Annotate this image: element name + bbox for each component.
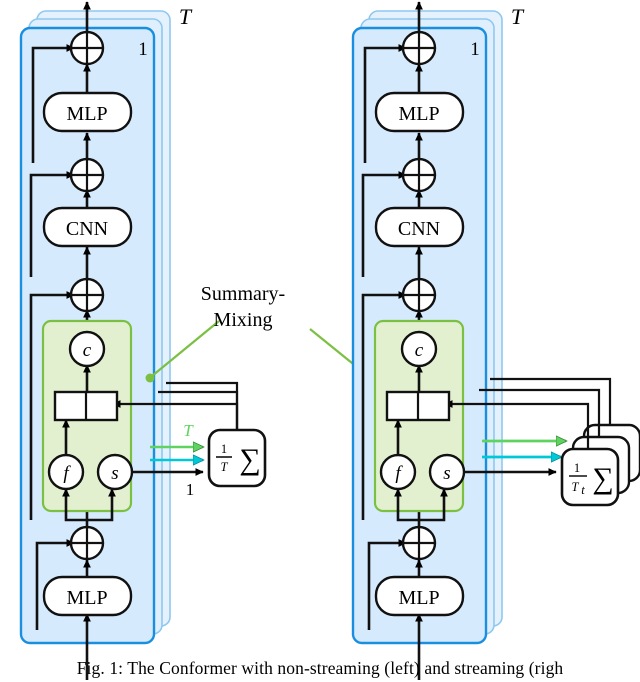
panel-index-label-left: 1 <box>138 39 148 60</box>
feedback-rail-1 <box>490 377 612 425</box>
block-label-mlp-bottom-right: MLP <box>398 587 439 609</box>
callout-line-1: Summary- <box>201 283 285 305</box>
adder-mid <box>401 157 437 193</box>
residual-rail-summary <box>29 291 75 520</box>
panel-stack-label-left: T <box>179 4 193 29</box>
feedback-rail-3 <box>112 400 239 430</box>
node-label-c-left: c <box>83 340 92 361</box>
node-label-s-left: s <box>111 463 118 484</box>
block-mlp-bottom <box>42 575 133 617</box>
sum-top-label-left: T <box>183 421 194 440</box>
residual-rail-top <box>363 44 407 163</box>
node-s-circle <box>96 453 134 491</box>
callout-line-2: Mixing <box>214 309 273 331</box>
residual-rail-mid <box>361 171 407 277</box>
sum-sigma-left: ∑ <box>239 443 260 476</box>
residual-rail-bottom <box>367 539 407 630</box>
sum-numerator-left: 1 <box>221 442 227 456</box>
sum-unit-formula-left: 1 T ∑ <box>216 442 261 476</box>
panel-non-streaming <box>19 1 267 680</box>
sum-numerator-right: 1 <box>574 461 580 475</box>
concat-box <box>53 390 119 422</box>
node-label-f-left: f <box>63 463 71 484</box>
block-mlp-top <box>42 91 133 133</box>
sum-unit-formula-right: 1 T t ∑ <box>569 461 614 497</box>
node-s-circle <box>428 453 466 491</box>
feedback-rail-2 <box>479 388 601 437</box>
adder-bottom <box>401 525 437 561</box>
branch-to-s <box>419 488 448 522</box>
block-cnn <box>42 206 133 248</box>
panel-streaming <box>351 1 640 680</box>
adder-summary <box>69 277 105 313</box>
branch-to-f <box>62 488 87 522</box>
feedback-rail-3 <box>444 400 590 449</box>
block-mlp-bottom <box>374 575 465 617</box>
node-f-circle <box>379 453 417 491</box>
block-label-cnn-right: CNN <box>398 218 440 240</box>
panel-stack-label-right: T <box>511 4 525 29</box>
node-c-circle <box>68 330 106 368</box>
node-label-f-right: f <box>395 463 403 484</box>
node-f-circle <box>47 453 85 491</box>
sum-denominator-group-right: T t <box>572 480 586 497</box>
sum-sigma-right: ∑ <box>592 462 613 495</box>
figure-caption: Fig. 1: The Conformer with non-streaming… <box>76 658 564 678</box>
residual-rail-top <box>31 44 75 163</box>
block-label-mlp-top-right: MLP <box>398 103 439 125</box>
sum-bottom-label-left: 1 <box>186 480 195 499</box>
figure-caption-area: Fig. 1: The Conformer with non-streaming… <box>0 655 640 682</box>
node-c-circle <box>400 330 438 368</box>
block-label-mlp-top-left: MLP <box>66 103 107 125</box>
sum-unit-box-1 <box>560 447 620 507</box>
feedback-rail-1 <box>166 381 239 430</box>
branch-to-f <box>394 488 419 522</box>
concat-box <box>385 390 451 422</box>
block-cnn <box>374 206 465 248</box>
node-label-c-right: c <box>415 340 424 361</box>
residual-rail-mid <box>29 171 75 277</box>
adder-mid <box>69 157 105 193</box>
block-label-mlp-bottom-left: MLP <box>66 587 107 609</box>
panel-index-label-right: 1 <box>470 39 480 60</box>
adder-summary <box>401 277 437 313</box>
node-label-s-right: s <box>443 463 450 484</box>
block-mlp-top <box>374 91 465 133</box>
sum-denominator-left: T <box>221 460 229 474</box>
block-label-cnn-left: CNN <box>66 218 108 240</box>
residual-rail-summary <box>361 291 407 520</box>
sum-denominator-sub-right: t <box>581 483 585 497</box>
residual-rail-bottom <box>35 539 75 630</box>
adder-top <box>69 30 105 66</box>
adder-bottom <box>69 525 105 561</box>
branch-to-s <box>87 488 116 522</box>
sum-denominator-right: T <box>572 480 580 494</box>
adder-top <box>401 30 437 66</box>
